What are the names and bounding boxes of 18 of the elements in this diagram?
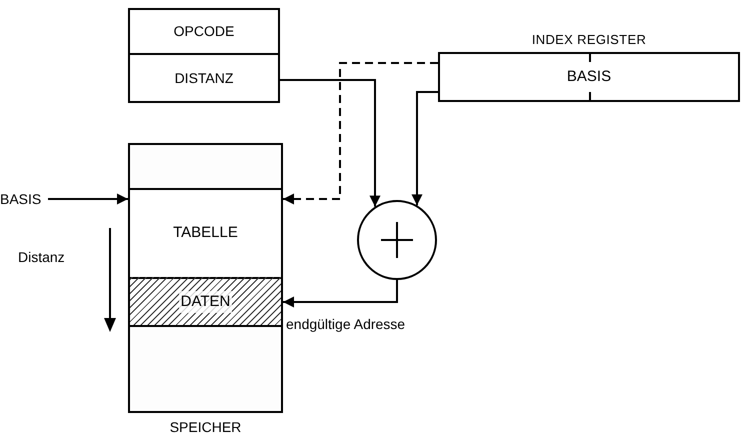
distance-label: Distanz xyxy=(18,248,65,267)
hatched-segment xyxy=(130,277,281,327)
segment-label: TABELLE xyxy=(173,223,238,244)
segment-label: DATEN xyxy=(178,290,232,314)
arrow xyxy=(48,194,128,204)
field-label: OPCODE xyxy=(174,22,234,41)
instruction-field xyxy=(128,55,280,103)
arrow xyxy=(280,79,380,207)
register-field-label: BASIS xyxy=(566,66,612,87)
dashed-arrow xyxy=(283,62,438,204)
field-label: DISTANZ xyxy=(174,68,234,88)
adder-circle xyxy=(357,200,437,280)
register-title: INDEX REGISTER xyxy=(530,31,648,49)
arrow xyxy=(412,91,438,206)
arrow xyxy=(283,280,398,308)
instruction-field xyxy=(128,8,280,55)
base-label: BASIS xyxy=(0,190,48,208)
memory-title: SPEICHER xyxy=(168,418,242,437)
